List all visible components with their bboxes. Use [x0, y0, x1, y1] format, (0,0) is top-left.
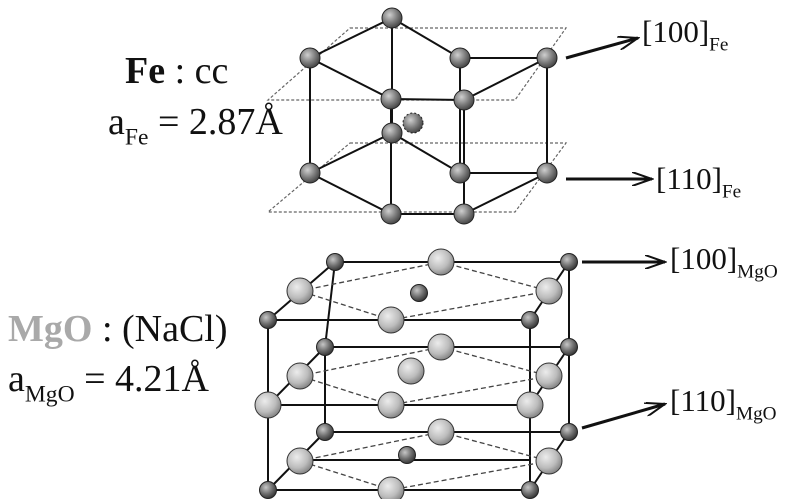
- fe-direction-bottom: [110]Fe: [656, 163, 741, 202]
- mgo-large-atom: [535, 447, 563, 475]
- fe-top-plane: [266, 27, 568, 101]
- fe-vertical-edges: [309, 18, 548, 214]
- fe-atom: [380, 88, 402, 110]
- fe-dir-top-sub: Fe: [709, 34, 729, 56]
- fe-100-arrow: [565, 38, 638, 60]
- fe-lattice-parameter: aFe = 2.87Å: [108, 103, 283, 150]
- fe-dir-bottom-text: [110]: [656, 161, 722, 196]
- mgo-110-arrow: [581, 404, 665, 430]
- fe-atom: [299, 162, 321, 184]
- fe-atoms: [299, 7, 558, 225]
- mgo-small-atom: [326, 253, 344, 271]
- mgo-small-atoms: [259, 253, 578, 499]
- fe-bottom-ring: [307, 131, 548, 215]
- fe-atom: [453, 203, 475, 225]
- mgo-direction-bottom: [110]MgO: [670, 385, 777, 424]
- mgo-small-atom: [560, 253, 578, 271]
- mgo-param-value: = 4.21Å: [84, 358, 209, 400]
- mgo-dir-bottom-sub: MgO: [736, 403, 777, 425]
- mgo-small-atom: [316, 338, 334, 356]
- mgo-rotated-planes: [297, 261, 550, 491]
- mgo-small-atom: [560, 338, 578, 356]
- fe-atom: [536, 47, 558, 69]
- fe-direction-top: [100]Fe: [642, 16, 728, 55]
- fe-bottom-plane: [266, 142, 568, 213]
- mgo-large-atom: [254, 391, 282, 419]
- mgo-large-atom: [535, 362, 563, 390]
- mgo-large-atom: [427, 333, 455, 361]
- mgo-small-atom: [521, 311, 539, 329]
- mgo-small-atom: [560, 423, 578, 441]
- mgo-structure: : (NaCl): [101, 308, 228, 350]
- fe-atom: [381, 122, 403, 144]
- mgo-small-atom: [398, 446, 416, 464]
- fe-atom: [453, 89, 475, 111]
- fe-atom: [536, 162, 558, 184]
- mgo-large-atom: [377, 476, 405, 499]
- fe-body-center-atom: [402, 112, 424, 134]
- fe-unit-cell: [266, 7, 568, 225]
- mgo-small-atom: [259, 311, 277, 329]
- fe-structure: : cc: [174, 50, 229, 92]
- mgo-lattice-parameter: aMgO = 4.21Å: [8, 360, 209, 407]
- fe-atom: [381, 7, 403, 29]
- mgo-large-atom: [427, 418, 455, 446]
- mgo-param-base: a: [8, 358, 25, 400]
- mgo-unit-cell: [254, 248, 578, 499]
- mgo-dir-top-text: [100]: [670, 241, 738, 276]
- mgo-small-atom: [521, 481, 539, 499]
- mgo-direction-top: [100]MgO: [670, 243, 778, 282]
- mgo-dir-top-sub: MgO: [737, 261, 778, 283]
- fe-param-sub: Fe: [124, 124, 149, 151]
- fe-top-ring: [307, 16, 548, 102]
- fe-atom: [380, 203, 402, 225]
- mgo-structure-label: MgO : (NaCl): [8, 310, 228, 348]
- fe-symbol: Fe: [125, 50, 166, 92]
- mgo-large-atom: [377, 306, 405, 334]
- mgo-small-atom: [259, 481, 277, 499]
- mgo-large-atom: [286, 362, 314, 390]
- mgo-small-atom: [316, 423, 334, 441]
- fe-param-base: a: [108, 101, 125, 143]
- mgo-large-atom: [377, 391, 405, 419]
- fe-dir-bottom-sub: Fe: [722, 181, 742, 203]
- mgo-large-atom: [427, 248, 455, 276]
- mgo-large-atom: [286, 277, 314, 305]
- fe-atom: [449, 47, 471, 69]
- fe-dir-top-text: [100]: [642, 14, 710, 49]
- mgo-large-atom: [397, 357, 425, 385]
- mgo-param-sub: MgO: [24, 381, 75, 408]
- mgo-dir-bottom-text: [110]: [670, 383, 736, 418]
- mgo-large-atom: [535, 277, 563, 305]
- mgo-large-atom: [516, 391, 544, 419]
- mgo-small-atom: [410, 284, 428, 302]
- fe-structure-label: Fe : cc: [125, 52, 228, 90]
- fe-param-value: = 2.87Å: [157, 101, 283, 143]
- mgo-large-atom: [286, 447, 314, 475]
- fe-atom: [299, 47, 321, 69]
- mgo-symbol: MgO: [8, 308, 93, 350]
- fe-atom: [449, 162, 471, 184]
- mgo-large-atoms: [254, 248, 563, 499]
